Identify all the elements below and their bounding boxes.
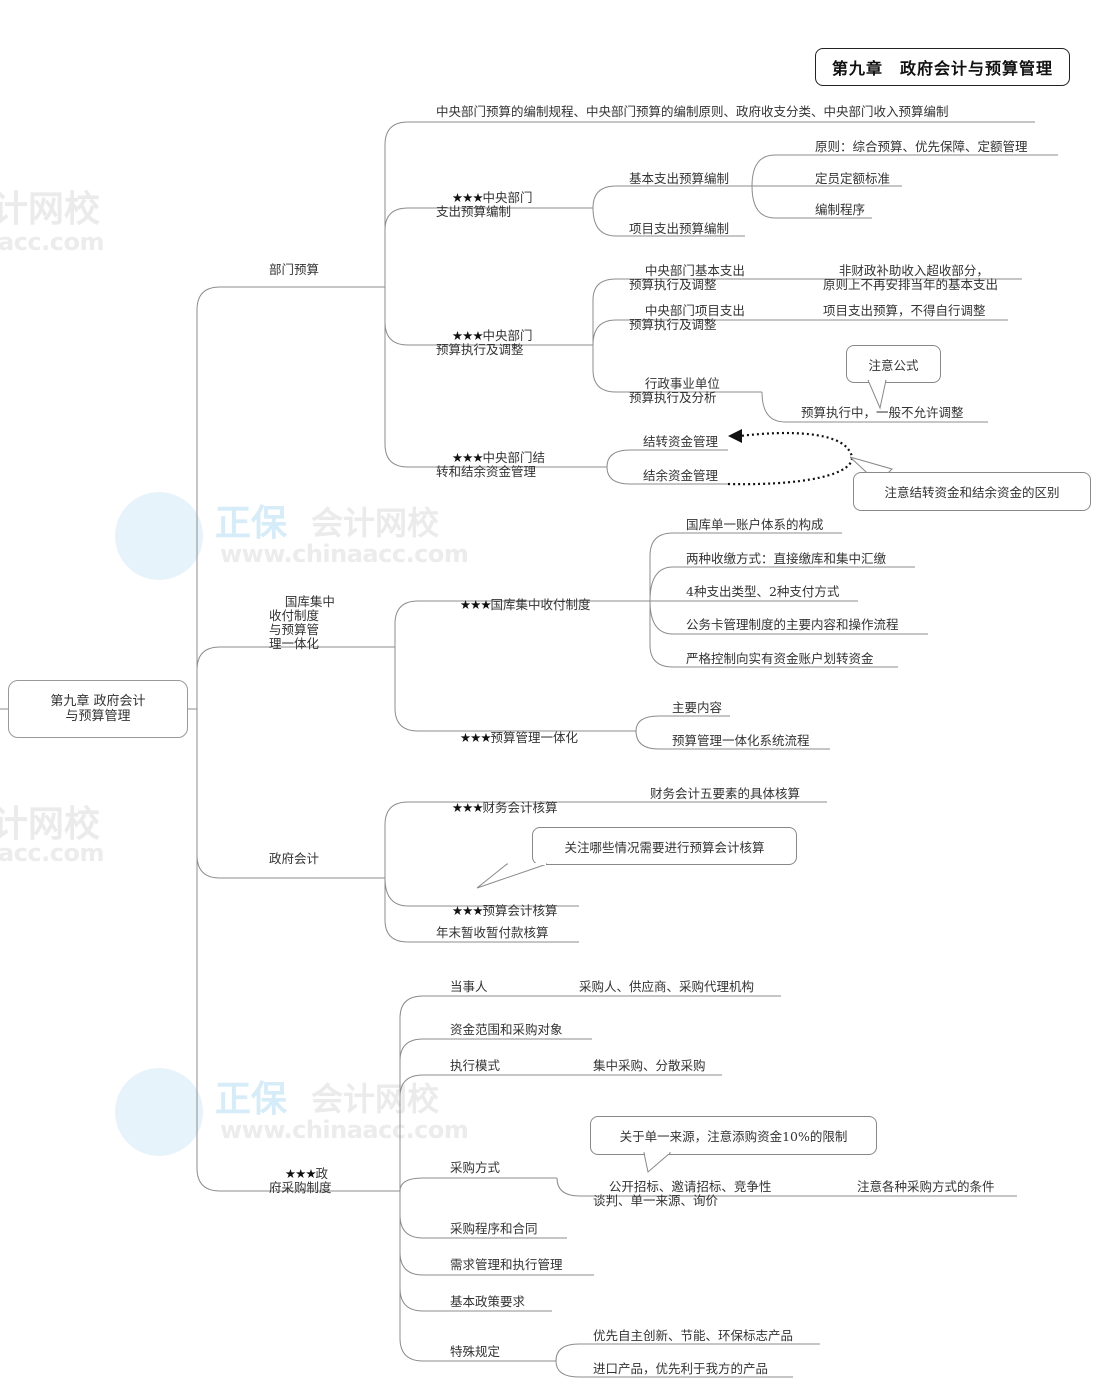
callout-budget-accounting: 关注哪些情况需要进行预算会计核算: [532, 827, 797, 865]
node-surplus-funds[interactable]: 结余资金管理: [643, 468, 719, 483]
node-financial-accounting[interactable]: ★★★财务会计核算: [451, 800, 558, 815]
node-budget-accounting[interactable]: ★★★预算会计核算: [451, 903, 558, 918]
node-basic-exec[interactable]: 中央部门基本支出预算执行及调整: [629, 263, 745, 292]
node-basic-expenditure[interactable]: 基本支出预算编制: [629, 171, 730, 186]
chapter-title: 第九章 政府会计与预算管理: [815, 48, 1070, 86]
node-procedure[interactable]: 采购程序和合同: [450, 1221, 538, 1236]
three-star-icon: ★★★: [284, 1166, 317, 1181]
node-centralized-payment[interactable]: ★★★国库集中收付制度: [459, 597, 591, 612]
node-quota-standard[interactable]: 定员定额标准: [815, 171, 891, 186]
node-treasury[interactable]: 国库集中收付制度与预算管理一体化: [269, 594, 335, 651]
three-star-icon: ★★★: [451, 190, 484, 205]
node-parties[interactable]: 当事人: [450, 979, 488, 994]
node-methods-note[interactable]: 注意各种采购方式的条件: [857, 1179, 995, 1194]
node-project-exec[interactable]: 中央部门项目支出预算执行及调整: [629, 303, 745, 332]
three-star-icon: ★★★: [451, 328, 484, 343]
node-scope[interactable]: 资金范围和采购对象: [450, 1022, 563, 1037]
root-node[interactable]: 第九章 政府会计 与预算管理: [8, 680, 188, 738]
node-centralized-child[interactable]: 两种收缴方式：直接缴库和集中汇缴: [686, 551, 887, 566]
node-year-end[interactable]: 年末暂收暂付款核算: [436, 925, 549, 940]
node-dept-budget[interactable]: 部门预算: [269, 262, 320, 277]
node-special[interactable]: 特殊规定: [450, 1344, 501, 1359]
callout-single-source: 关于单一来源，注意添购资金10%的限制: [590, 1116, 877, 1155]
node-centralized-child[interactable]: 4种支出类型、2种支付方式: [686, 584, 840, 599]
node-methods-list[interactable]: 公开招标、邀请招标、竞争性谈判、单一来源、询价: [593, 1179, 772, 1208]
node-centralized-child[interactable]: 国库单一账户体系的构成: [686, 517, 824, 532]
node-admin-exec[interactable]: 行政事业单位预算执行及分析: [629, 376, 720, 405]
node-integration-child[interactable]: 主要内容: [672, 700, 723, 715]
node-expenditure-prep[interactable]: ★★★中央部门支出预算编制: [436, 190, 533, 219]
node-procurement[interactable]: ★★★政府采购制度: [269, 1166, 332, 1195]
node-project-exec-note[interactable]: 项目支出预算，不得自行调整: [823, 303, 986, 318]
node-dept-overview[interactable]: 中央部门预算的编制规程、中央部门预算的编制原则、政府收支分类、中央部门收入预算编…: [436, 104, 949, 119]
three-star-icon: ★★★: [451, 450, 484, 465]
node-methods[interactable]: 采购方式: [450, 1160, 501, 1175]
callout-carryover-difference: 注意结转资金和结余资金的区别: [853, 472, 1091, 511]
node-budget-execution[interactable]: ★★★中央部门预算执行及调整: [436, 328, 533, 357]
node-special-child[interactable]: 优先自主创新、节能、环保标志产品: [593, 1328, 794, 1343]
three-star-icon: ★★★: [459, 730, 492, 745]
node-centralized-child[interactable]: 公务卡管理制度的主要内容和操作流程: [686, 617, 899, 632]
node-basic-exec-note[interactable]: 非财政补助收入超收部分，原则上不再安排当年的基本支出: [823, 263, 999, 292]
node-mode[interactable]: 执行模式: [450, 1058, 501, 1073]
node-integration-child[interactable]: 预算管理一体化系统流程: [672, 733, 810, 748]
node-mode-note[interactable]: 集中采购、分散采购: [593, 1058, 706, 1073]
node-demand[interactable]: 需求管理和执行管理: [450, 1257, 563, 1272]
node-principles[interactable]: 原则：综合预算、优先保障、定额管理: [815, 139, 1028, 154]
node-centralized-child[interactable]: 严格控制向实有资金账户划转资金: [686, 651, 874, 666]
three-star-icon: ★★★: [459, 597, 492, 612]
node-project-expenditure[interactable]: 项目支出预算编制: [629, 221, 730, 236]
node-parties-note[interactable]: 采购人、供应商、采购代理机构: [579, 979, 755, 994]
node-admin-exec-note[interactable]: 预算执行中，一般不允许调整: [801, 405, 964, 420]
node-policy[interactable]: 基本政策要求: [450, 1294, 526, 1309]
node-gov-accounting[interactable]: 政府会计: [269, 851, 320, 866]
callout-tail: [867, 380, 887, 410]
root-node-line1: 第九章 政府会计: [50, 694, 146, 709]
root-node-line2: 与预算管理: [65, 709, 131, 724]
callout-tail: [476, 863, 548, 889]
callout-tail: [643, 1152, 672, 1173]
node-budget-integration[interactable]: ★★★预算管理一体化: [459, 730, 579, 745]
three-star-icon: ★★★: [451, 903, 484, 918]
callout-formula: 注意公式: [846, 345, 941, 383]
node-prep-procedure[interactable]: 编制程序: [815, 202, 866, 217]
node-financial-accounting-note[interactable]: 财务会计五要素的具体核算: [650, 786, 801, 801]
node-carryforward-funds[interactable]: 结转资金管理: [643, 434, 719, 449]
three-star-icon: ★★★: [451, 800, 484, 815]
node-special-child[interactable]: 进口产品，优先利于我方的产品: [593, 1361, 769, 1376]
node-carryover[interactable]: ★★★中央部门结转和结余资金管理: [436, 450, 546, 479]
